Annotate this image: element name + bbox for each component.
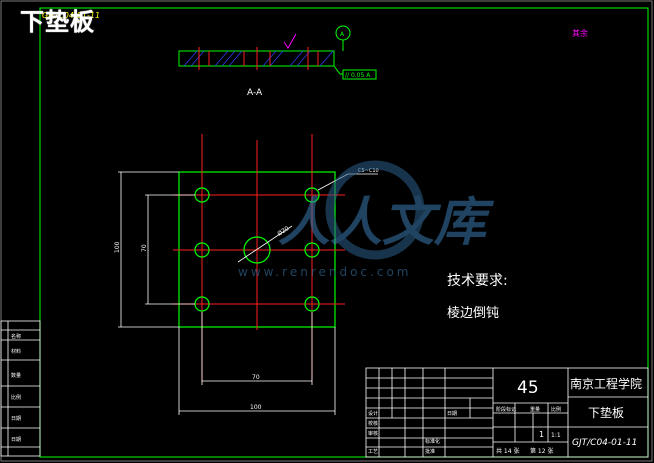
- svg-text:比例: 比例: [551, 406, 561, 413]
- watermark-url: www.renrendoc.com: [238, 265, 411, 279]
- svg-text:标准化: 标准化: [425, 438, 440, 445]
- watermark: 人人文库 www.renrendoc.com: [238, 160, 495, 279]
- part-name: 下垫板: [588, 405, 624, 420]
- material: 45: [517, 378, 539, 398]
- hole-mid-right: [304, 242, 320, 258]
- sheet-total: 共 14 张: [496, 447, 519, 455]
- svg-text:日期: 日期: [11, 437, 21, 443]
- datum-label: A: [340, 31, 345, 38]
- scale-value: 1:1: [551, 432, 561, 439]
- drawing-frame: [39, 7, 649, 458]
- svg-text:审核: 审核: [368, 430, 378, 437]
- svg-text:名称: 名称: [11, 333, 21, 340]
- center-lines: [173, 134, 345, 382]
- school-name: 南京工程学院: [570, 376, 642, 391]
- svg-text:日期: 日期: [11, 416, 21, 422]
- title-block: [365, 367, 649, 458]
- tolerance-frame: [342, 69, 377, 80]
- chamfer-note: C5~C10: [358, 168, 379, 174]
- sheet-no: 第 12 张: [530, 447, 553, 455]
- svg-text:设计: 设计: [368, 410, 378, 417]
- title-block-text: 45 南京工程学院 下垫板 GJT/C04-01-11 阶段标记 重量 比例 1…: [368, 376, 642, 455]
- dim-overall-height: 100: [114, 241, 121, 253]
- dim-overall-width: 100: [250, 404, 262, 411]
- svg-text:比例: 比例: [11, 394, 21, 401]
- dim-hole-width: 70: [252, 374, 260, 381]
- hole-mid-left: [194, 242, 210, 258]
- svg-text:批准: 批准: [425, 448, 435, 455]
- side-table: [0, 320, 41, 457]
- watermark-logo-ring: [325, 160, 425, 260]
- section-label: A-A: [247, 88, 263, 98]
- tolerance-text: // 0.05 A: [345, 72, 371, 79]
- requirements-line1: 棱边倒钝: [447, 305, 499, 321]
- svg-text:材料: 材料: [11, 348, 21, 355]
- hole-bottom-right: [304, 296, 320, 312]
- center-hole: [243, 236, 271, 264]
- section-view: A // 0.05 A A-A: [178, 25, 377, 98]
- roughness-note: 其余: [572, 28, 588, 38]
- dim-hole-height: 70: [141, 244, 148, 252]
- svg-text:重量: 重量: [530, 406, 540, 413]
- section-hole-lines: [198, 47, 319, 70]
- roughness-symbol: [283, 33, 297, 49]
- svg-text:工艺: 工艺: [368, 449, 378, 455]
- drawing-number: GJT/C04-01-11: [572, 438, 637, 448]
- hole-top-right: [304, 187, 320, 203]
- svg-text:阶段标记: 阶段标记: [496, 406, 516, 413]
- side-table-labels: 名称 材料 数量 比例 日期 日期: [11, 333, 21, 443]
- qty-value: 1: [539, 430, 544, 439]
- svg-text:校核: 校核: [368, 420, 378, 427]
- frame-code-rotated: GJT/C04-01-11: [42, 11, 100, 20]
- dimension-lines: [118, 171, 378, 415]
- svg-text:日期: 日期: [447, 411, 457, 417]
- overlay-title: 下垫板: [20, 8, 95, 36]
- watermark-logo-text: 人人文库: [278, 193, 495, 253]
- requirements-title: 技术要求:: [447, 273, 508, 289]
- section-hatch: [183, 50, 334, 67]
- svg-text:数量: 数量: [11, 372, 21, 379]
